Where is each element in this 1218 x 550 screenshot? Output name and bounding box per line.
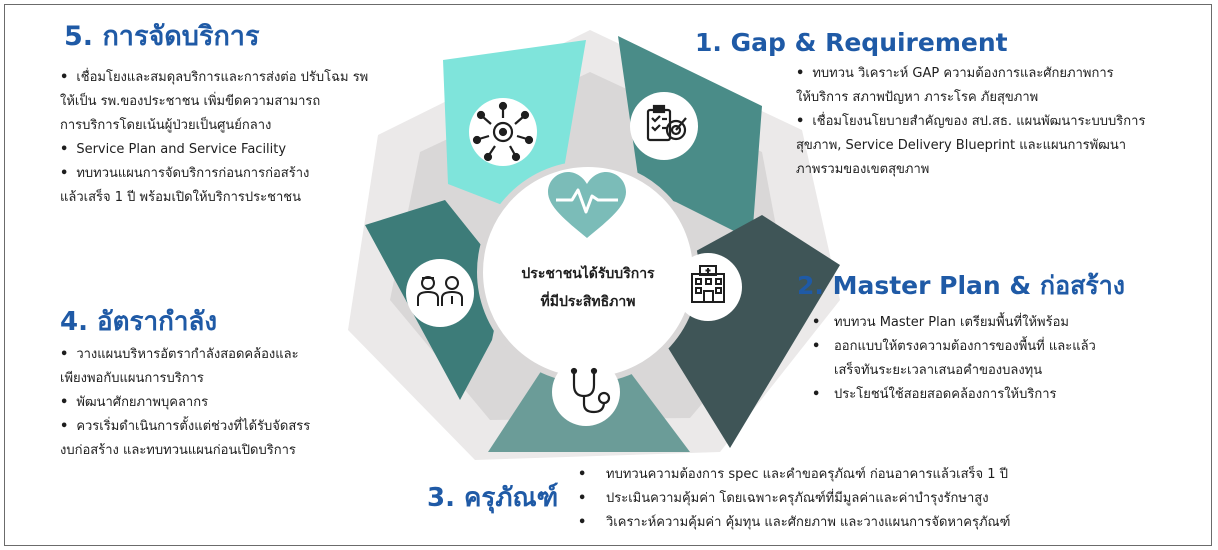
- section-3-body: • ทบทวนความต้องการ spec และคำขอครุภัณฑ์ ก…: [578, 463, 1138, 535]
- list-item: • ออกแบบให้ตรงความต้องการของพื้นที่ และแล…: [812, 335, 1142, 359]
- list-item: • ทบทวนความต้องการ spec และคำขอครุภัณฑ์ ก…: [578, 463, 1138, 487]
- bullet-text: วิเคราะห์ความคุ้มค่า คุ้มทุน และศักยภาพ …: [606, 515, 1011, 530]
- list-item: • เชื่อมโยงและสมดุลบริการและการส่งต่อ ปรั…: [60, 66, 440, 90]
- bullet-text: แล้วเสร็จ 1 ปี พร้อมเปิดให้บริการประชาชน: [60, 190, 301, 205]
- section-1-body: • ทบทวน วิเคราะห์ GAP ความต้องการและศักยภ…: [796, 62, 1216, 182]
- bullet-text: เพียงพอกับแผนการบริการ: [60, 371, 204, 386]
- icon-circle-4: [406, 259, 474, 327]
- bullet-glyph: •: [812, 387, 821, 402]
- network-gear-icon: [472, 101, 534, 162]
- bullet-text: ประโยชน์ใช้สอยสอดคล้องการให้บริการ: [834, 387, 1057, 402]
- bullet-text: การบริการโดยเน้นผู้ป่วยเป็นศูนย์กลาง: [60, 118, 272, 133]
- bullet-text: วางแผนบริหารอัตรากำลังสอดคล้องและ: [76, 347, 299, 362]
- list-item: ให้เป็น รพ.ของประชาชน เพิ่มขีดความสามารถ: [60, 90, 440, 114]
- section-1-title: 1. Gap & Requirement: [695, 28, 1008, 57]
- list-item: • ทบทวน วิเคราะห์ GAP ความต้องการและศักยภ…: [796, 62, 1216, 86]
- bullet-text: ภาพรวมของเขตสุขภาพ: [796, 162, 930, 177]
- section-4-body: • วางแผนบริหารอัตรากำลังสอดคล้องและ เพียง…: [60, 343, 380, 463]
- heart-icon: [548, 172, 626, 238]
- bullet-text: เชื่อมโยงและสมดุลบริการและการส่งต่อ ปรับ…: [76, 70, 369, 85]
- list-item: • พัฒนาศักยภาพบุคลากร: [60, 391, 380, 415]
- center-label-line-1: ประชาชนได้รับบริการ: [521, 266, 655, 282]
- bullet-glyph: •: [60, 395, 69, 410]
- bullet-glyph: •: [60, 347, 69, 362]
- bullet-text: ให้เป็น รพ.ของประชาชน เพิ่มขีดความสามารถ: [60, 94, 321, 109]
- bullet-text: ทบทวนแผนการจัดบริการก่อนการก่อสร้าง: [76, 166, 310, 181]
- bullet-glyph: •: [60, 166, 69, 181]
- bullet-text: ให้บริการ สภาพปัญหา ภาระโรค ภัยสุขภาพ: [796, 90, 1039, 105]
- bullet-glyph: •: [578, 491, 587, 506]
- bullet-glyph: •: [796, 114, 805, 129]
- bullet-text: ควรเริ่มดำเนินการตั้งแต่ช่วงที่ได้รับจัด…: [76, 419, 311, 434]
- bullet-text: ประเมินความคุ้มค่า โดยเฉพาะครุภัณฑ์ที่มี…: [606, 491, 989, 506]
- list-item: • วิเคราะห์ความคุ้มค่า คุ้มทุน และศักยภาพ…: [578, 511, 1138, 535]
- list-item: แล้วเสร็จ 1 ปี พร้อมเปิดให้บริการประชาชน: [60, 186, 440, 210]
- list-item: ให้บริการ สภาพปัญหา ภาระโรค ภัยสุขภาพ: [796, 86, 1216, 110]
- list-item: • ประโยชน์ใช้สอยสอดคล้องการให้บริการ: [812, 383, 1142, 407]
- bullet-text: ทบทวนความต้องการ spec และคำขอครุภัณฑ์ ก่…: [606, 467, 1008, 482]
- checklist-target-icon: [646, 104, 687, 142]
- center-label: ประชาชนได้รับบริการ ที่มีประสิทธิภาพ: [490, 260, 686, 316]
- bullet-glyph: •: [812, 315, 821, 330]
- list-item: • Service Plan and Service Facility: [60, 138, 440, 162]
- list-item: • ทบทวน Master Plan เตรียมพื้นที่ให้พร้อม: [812, 311, 1142, 335]
- list-item: • ประเมินความคุ้มค่า โดยเฉพาะครุภัณฑ์ที่ม…: [578, 487, 1138, 511]
- bullet-text: งบก่อสร้าง และทบทวนแผนก่อนเปิดบริการ: [60, 443, 296, 458]
- list-item: • วางแผนบริหารอัตรากำลังสอดคล้องและ: [60, 343, 380, 367]
- section-5-body: • เชื่อมโยงและสมดุลบริการและการส่งต่อ ปรั…: [60, 66, 440, 210]
- stethoscope-icon: [570, 367, 611, 414]
- section-5-title: 5. การจัดบริการ: [64, 21, 260, 52]
- list-item: เสร็จทันระยะเวลาเสนอคำของบลงทุน: [812, 359, 1142, 383]
- bullet-text: พัฒนาศักยภาพบุคลากร: [76, 395, 209, 410]
- list-item: • เชื่อมโยงนโยบายสำคัญของ สป.สธ. แผนพัฒนา…: [796, 110, 1216, 134]
- bullet-text: เชื่อมโยงนโยบายสำคัญของ สป.สธ. แผนพัฒนาร…: [812, 114, 1146, 129]
- list-item: การบริการโดยเน้นผู้ป่วยเป็นศูนย์กลาง: [60, 114, 440, 138]
- list-item: เพียงพอกับแผนการบริการ: [60, 367, 380, 391]
- list-item: • ควรเริ่มดำเนินการตั้งแต่ช่วงที่ได้รับจั…: [60, 415, 380, 439]
- bullet-text: ทบทวน วิเคราะห์ GAP ความต้องการและศักยภา…: [812, 66, 1114, 81]
- bullet-glyph: •: [60, 419, 69, 434]
- bullet-glyph: •: [578, 515, 587, 530]
- bullet-text: ออกแบบให้ตรงความต้องการของพื้นที่ และแล้…: [834, 339, 1096, 354]
- list-item: • ทบทวนแผนการจัดบริการก่อนการก่อสร้าง: [60, 162, 440, 186]
- icon-circle-3: [552, 358, 620, 426]
- diagram-frame: [4, 4, 1212, 546]
- list-item: งบก่อสร้าง และทบทวนแผนก่อนเปิดบริการ: [60, 439, 380, 463]
- icon-circle-2: [674, 253, 742, 321]
- hospital-building-icon: [691, 265, 725, 303]
- bullet-glyph: •: [812, 339, 821, 354]
- bullet-glyph: •: [796, 66, 805, 81]
- list-item: ภาพรวมของเขตสุขภาพ: [796, 158, 1216, 182]
- section-4-title: 4. อัตรากำลัง: [60, 307, 218, 337]
- bullet-text: Service Plan and Service Facility: [76, 142, 287, 157]
- center-label-line-2: ที่มีประสิทธิภาพ: [540, 294, 636, 310]
- bullet-glyph: •: [578, 467, 587, 482]
- medical-staff-icon: [417, 276, 463, 306]
- bullet-text: เสร็จทันระยะเวลาเสนอคำของบลงทุน: [834, 363, 1043, 378]
- section-3-title: 3. ครุภัณฑ์: [427, 483, 559, 513]
- bullet-text: ทบทวน Master Plan เตรียมพื้นที่ให้พร้อม: [834, 315, 1069, 330]
- section-2-body: • ทบทวน Master Plan เตรียมพื้นที่ให้พร้อม…: [812, 311, 1142, 407]
- bullet-text: สุขภาพ, Service Delivery Blueprint และแผ…: [796, 138, 1127, 153]
- list-item: สุขภาพ, Service Delivery Blueprint และแผ…: [796, 134, 1216, 158]
- bullet-glyph: •: [60, 142, 69, 157]
- icon-circle-1: [630, 92, 698, 160]
- section-2-title: 2. Master Plan & ก่อสร้าง: [797, 271, 1126, 300]
- bullet-glyph: •: [60, 70, 69, 85]
